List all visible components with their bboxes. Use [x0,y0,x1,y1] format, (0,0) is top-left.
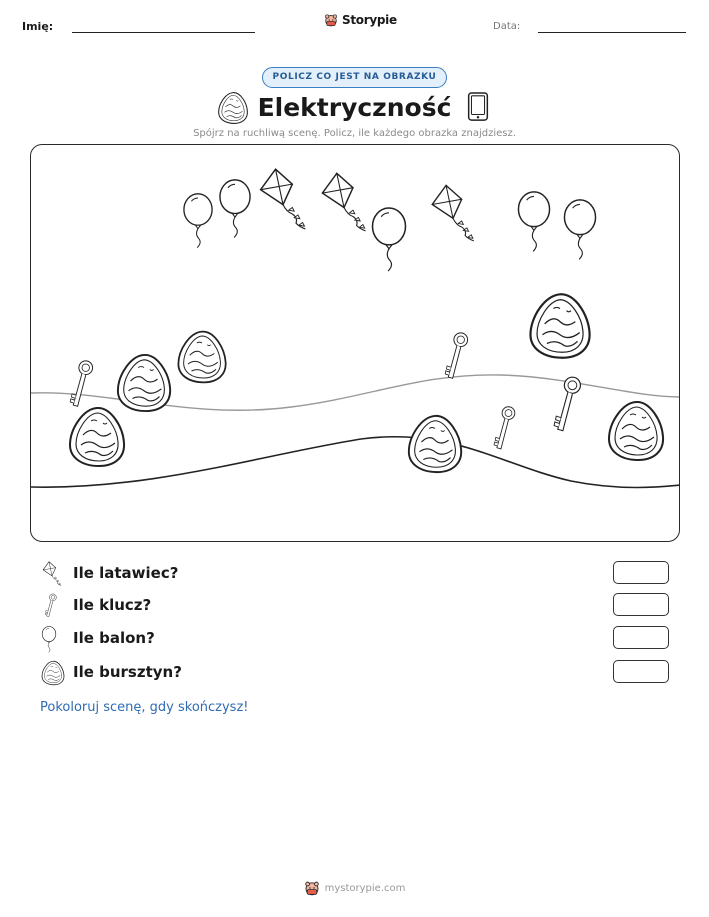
counting-scene [30,144,680,542]
key [69,360,94,408]
amber [116,353,172,413]
mascot-icon [304,880,320,896]
name-label: Imię: [22,20,54,33]
answer-box-ambers[interactable] [613,660,669,683]
key-icon [40,593,62,621]
amber [529,293,591,359]
balloon-icon [40,626,58,654]
balloon [517,191,551,253]
kite [259,168,307,230]
balloon [563,199,597,261]
ground-line-lower [31,435,679,489]
website-url: mystorypie.com [324,882,406,894]
answer-box-keys[interactable] [613,593,669,616]
brand-logo: Storypie [324,13,397,27]
amber-icon [40,660,66,686]
question-text: Ile latawiec? [73,564,179,582]
kite [431,184,475,242]
question-row-ambers: Ile bursztyn? [40,660,670,686]
date-line[interactable] [538,32,686,33]
brand-text: Storypie [342,13,397,27]
balloon [183,193,213,249]
question-row-keys: Ile klucz? [40,593,670,619]
name-line[interactable] [72,32,255,33]
page-subtitle: Spójrz na ruchliwą scenę. Policz, ile ka… [193,128,516,139]
instruction-badge: POLICZ CO JEST NA OBRAZKU [262,67,447,88]
website-footer: mystorypie.com [0,880,709,896]
question-row-balloons: Ile balon? [40,626,670,652]
answer-box-kites[interactable] [613,561,669,584]
mascot-icon [324,13,338,27]
amber [69,406,126,467]
key [444,332,469,380]
scene-drawing [31,168,679,489]
amber [607,400,665,462]
page-title: Elektryczność [257,93,452,122]
kite-icon [40,561,64,587]
question-text: Ile balon? [73,629,155,647]
key [493,405,516,450]
amber [177,330,227,384]
kite [321,172,367,232]
date-label: Data: [493,21,521,32]
question-text: Ile klucz? [73,596,152,614]
balloon [371,207,407,272]
footer-note: Pokoloruj scenę, gdy skończysz! [40,700,249,715]
balloon [219,179,251,239]
key [553,376,582,432]
answer-box-balloons[interactable] [613,626,669,649]
question-row-kites: Ile latawiec? [40,561,670,587]
question-text: Ile bursztyn? [73,663,182,681]
amber [407,414,463,474]
tablet-icon [464,91,492,123]
